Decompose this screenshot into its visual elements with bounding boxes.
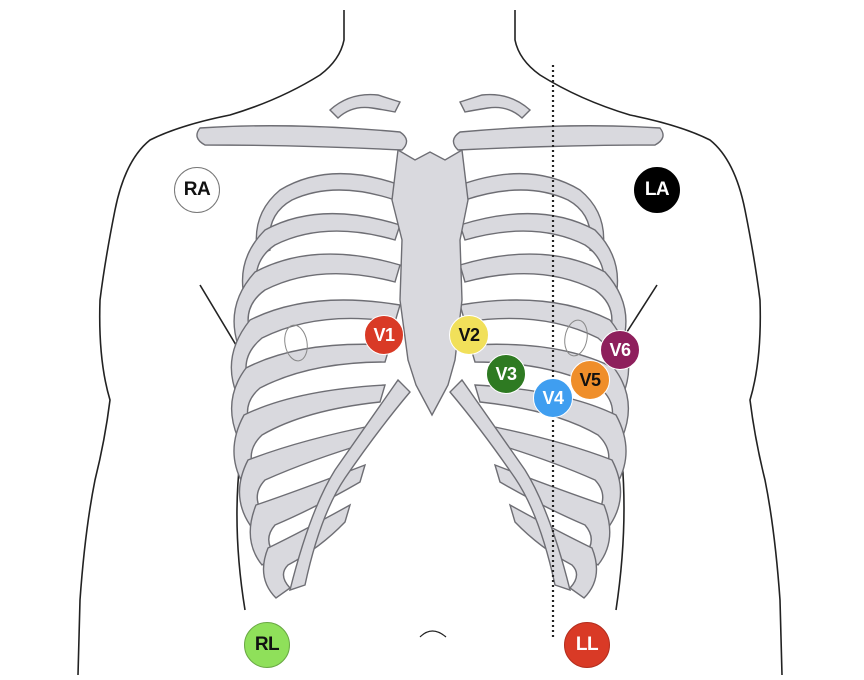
electrode-la: LA — [634, 167, 680, 213]
electrode-v3-label: V3 — [495, 363, 517, 384]
electrode-v6-label: V6 — [609, 339, 631, 360]
nipple-outlines — [284, 319, 588, 362]
electrode-v2: V2 — [449, 315, 489, 355]
electrode-v3: V3 — [486, 354, 526, 394]
rib-cage — [196, 93, 664, 599]
electrode-v6: V6 — [600, 330, 640, 370]
body-outline — [77, 10, 783, 676]
electrode-la-label: LA — [644, 179, 670, 200]
electrode-v1-label: V1 — [373, 324, 395, 345]
electrode-rl-label: RL — [254, 634, 280, 655]
electrode-ra-label: RA — [183, 179, 211, 200]
electrode-v5-label: V5 — [579, 369, 601, 390]
electrode-v4-label: V4 — [542, 387, 564, 408]
electrode-ra: RA — [174, 167, 220, 213]
electrode-v4: V4 — [533, 378, 573, 418]
electrode-rl: RL — [244, 622, 290, 668]
electrode-v2-label: V2 — [458, 324, 480, 345]
electrode-ll-label: LL — [575, 634, 599, 655]
electrode-ll: LL — [564, 622, 610, 668]
electrode-v1: V1 — [364, 315, 404, 355]
electrode-v5: V5 — [570, 360, 610, 400]
